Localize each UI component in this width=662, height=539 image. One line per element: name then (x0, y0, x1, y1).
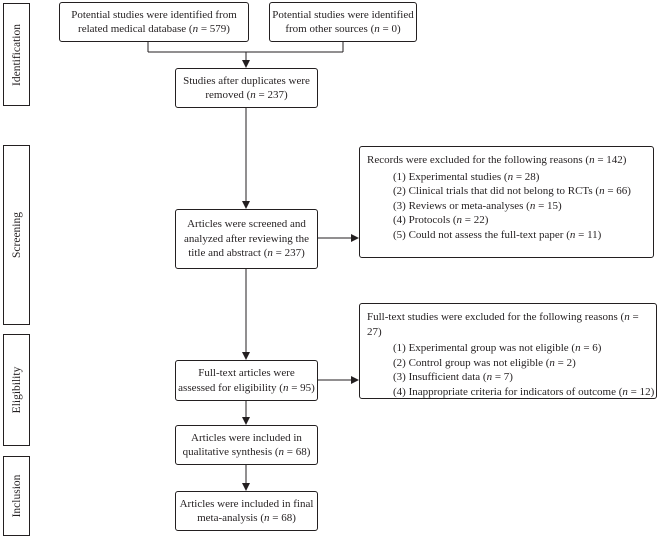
box-final-meta-analysis: Articles were included in final meta-ana… (175, 491, 318, 531)
box-screened: Articles were screened and analyzed afte… (175, 209, 318, 269)
box-identified-database-line1: Potential studies were identified from (71, 8, 237, 21)
box-after-duplicates-line2: removed (n = 237) (205, 89, 288, 101)
box-screened-line2: analyzed after reviewing the (184, 232, 309, 245)
excluded-records-heading: Records were excluded for the following … (367, 154, 627, 166)
phase-screening: Screening (3, 145, 30, 325)
excluded-records-item: (2) Clinical trials that did not belong … (393, 185, 631, 197)
box-qualitative-line1: Articles were included in (191, 431, 302, 444)
excluded-fulltext-item: (2) Control group was not eligible (n = … (393, 356, 576, 369)
box-fulltext-assessed: Full-text articles were assessed for eli… (175, 360, 318, 401)
phase-label-inclusion: Inclusion (10, 474, 23, 518)
phase-inclusion: Inclusion (3, 456, 30, 536)
box-screened-line3: title and abstract (n = 237) (188, 247, 305, 260)
excluded-fulltext-item: (1) Experimental group was not eligible … (393, 342, 602, 354)
excluded-records-list: (1) Experimental studies (n = 28) (2) Cl… (367, 170, 647, 243)
box-after-duplicates: Studies after duplicates were removed (n… (175, 68, 318, 108)
box-identified-database: Potential studies were identified from r… (59, 2, 249, 42)
box-screened-line1: Articles were screened and (187, 218, 306, 231)
box-fulltext-line1: Full-text articles were (198, 367, 295, 379)
box-identified-database-line2: related medical database (n = 579) (78, 23, 230, 35)
phase-label-eligibility: Eligibility (10, 366, 23, 414)
box-final-line1: Articles were included in final (179, 497, 314, 510)
box-identified-other-line2: from other sources (n = 0) (285, 23, 401, 35)
phase-identification: Identification (3, 3, 30, 106)
box-identified-other-line1: Potential studies were identified (272, 8, 414, 21)
phase-label-identification: Identification (10, 23, 23, 86)
box-qualitative-line2: qualitative synthesis (n = 68) (182, 446, 311, 458)
box-excluded-fulltext: Full-text studies were excluded for the … (359, 303, 657, 399)
excluded-records-item: (5) Could not assess the full-text paper… (393, 228, 602, 241)
excluded-fulltext-list: (1) Experimental group was not eligible … (367, 341, 655, 399)
box-final-line2: meta-analysis (n = 68) (197, 512, 296, 524)
phase-eligibility: Eligibility (3, 334, 30, 446)
excluded-records-item: (1) Experimental studies (n = 28) (393, 170, 540, 183)
excluded-fulltext-item: (3) Insufficient data (n = 7) (393, 371, 513, 383)
excluded-records-item: (3) Reviews or meta-analyses (n = 15) (393, 199, 562, 212)
box-qualitative-synthesis: Articles were included in qualitative sy… (175, 425, 318, 465)
phase-label-screening: Screening (10, 212, 23, 258)
box-after-duplicates-line1: Studies after duplicates were (183, 74, 310, 87)
excluded-records-item: (4) Protocols (n = 22) (393, 214, 489, 226)
excluded-fulltext-heading: Full-text studies were excluded for the … (367, 311, 639, 338)
excluded-fulltext-item: (4) Inappropriate criteria for indicator… (393, 385, 655, 398)
box-fulltext-line2: assessed for eligibility (n = 95) (178, 381, 315, 394)
box-identified-other: Potential studies were identified from o… (269, 2, 417, 42)
box-excluded-records: Records were excluded for the following … (359, 146, 654, 258)
